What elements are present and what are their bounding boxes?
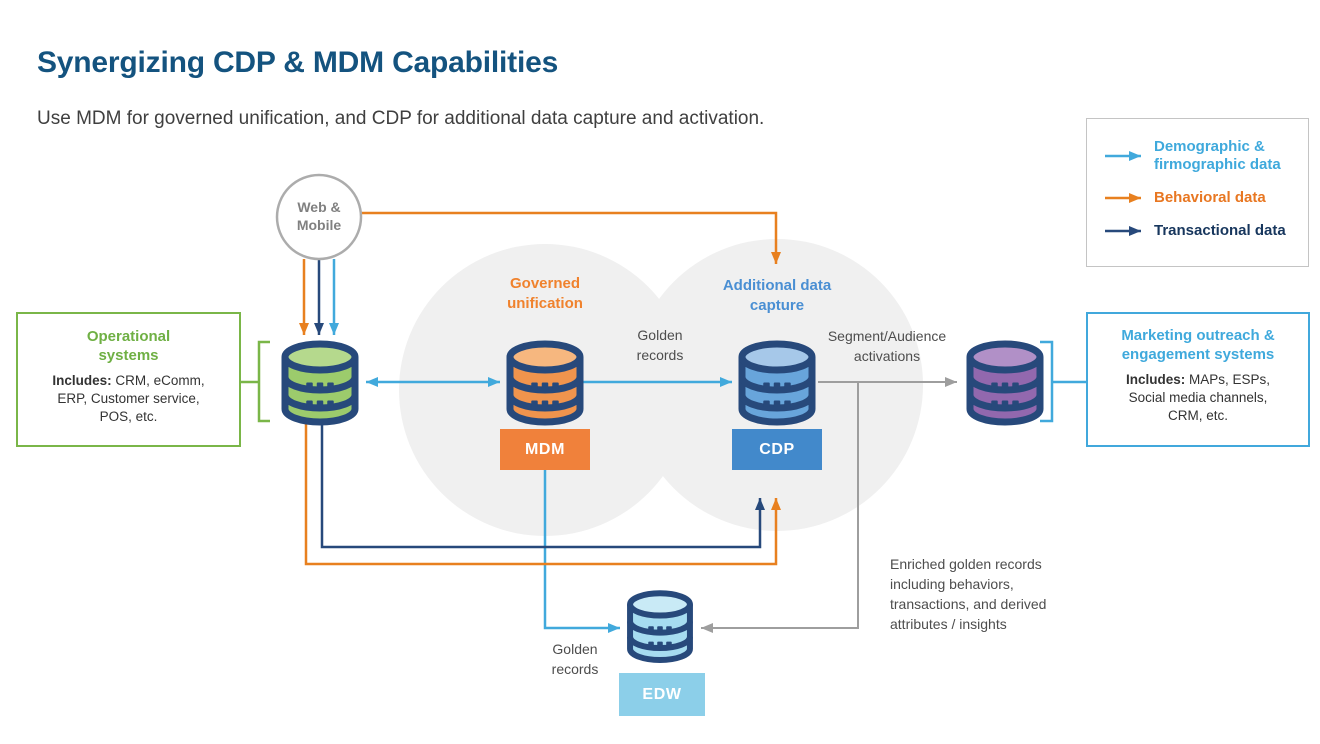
behavioral-arrow-icon	[1105, 193, 1141, 203]
includes-label: Includes:	[52, 372, 112, 388]
mdm-badge: MDM	[500, 429, 590, 470]
mdm-database-icon	[503, 339, 587, 429]
operational-systems-body: Includes: CRM, eComm, ERP, Customer serv…	[18, 372, 239, 427]
marketing-database-icon	[963, 339, 1047, 429]
additional-data-capture-caption: Additional data capture	[722, 277, 832, 314]
governed-unification-caption: Governed unification	[507, 275, 583, 312]
enriched-golden-records-label: Enriched golden records including behavi…	[890, 556, 1047, 632]
page-title: Synergizing CDP & MDM Capabilities	[37, 46, 559, 79]
marketing-bracket	[1040, 340, 1054, 423]
marketing-systems-title: Marketing outreach & engagement systems	[1121, 327, 1275, 363]
marketing-systems-body: Includes: MAPs, ESPs, Social media chann…	[1088, 371, 1308, 426]
includes-label: Includes:	[1125, 371, 1186, 387]
legend-item-demographic: Demographic & firmographic data	[1104, 138, 1308, 174]
operational-to-cdp-transactional-line	[320, 420, 765, 549]
golden-records-label-bottom: Golden records	[551, 641, 599, 677]
web-mobile-circle	[275, 173, 363, 261]
demographic-arrow-icon	[1105, 151, 1141, 161]
edw-badge: EDW	[619, 673, 705, 716]
transactional-arrow-icon	[1105, 226, 1141, 236]
legend-label: Behavioral data	[1153, 189, 1266, 206]
golden-records-label-top: Golden records	[636, 327, 684, 363]
legend-item-transactional: Transactional data	[1104, 222, 1308, 240]
legend-label: Demographic & firmographic data	[1153, 138, 1281, 173]
operational-systems-title: Operational systems	[86, 328, 171, 364]
cdp-badge: CDP	[732, 429, 822, 470]
edw-database-icon	[624, 589, 696, 666]
legend-item-behavioral: Behavioral data	[1104, 189, 1308, 207]
operational-to-cdp-behavioral-line	[304, 420, 781, 566]
segment-audience-label: Segment/Audience activations	[827, 328, 947, 364]
cdp-database-icon	[735, 339, 819, 429]
operational-systems-box: Operational systems Includes: CRM, eComm…	[16, 312, 241, 447]
web-mobile-label: Web & Mobile	[296, 199, 342, 234]
operational-database-icon	[278, 339, 362, 429]
includes-text: CRM, eComm, ERP, Customer service, POS, …	[57, 372, 205, 424]
includes-text: MAPs, ESPs, Social media channels, CRM, …	[1128, 371, 1271, 423]
marketing-systems-box: Marketing outreach & engagement systems …	[1086, 312, 1310, 447]
legend-box: Demographic & firmographic data Behavior…	[1086, 118, 1309, 267]
enriched-records-to-edw-line	[701, 382, 859, 633]
web-to-cdp-behavioral-line	[361, 211, 781, 264]
page-subtitle: Use MDM for governed unification, and CD…	[37, 108, 765, 129]
legend-label: Transactional data	[1153, 222, 1286, 239]
mdm-to-edw-line	[543, 468, 620, 633]
operational-bracket	[257, 340, 270, 423]
